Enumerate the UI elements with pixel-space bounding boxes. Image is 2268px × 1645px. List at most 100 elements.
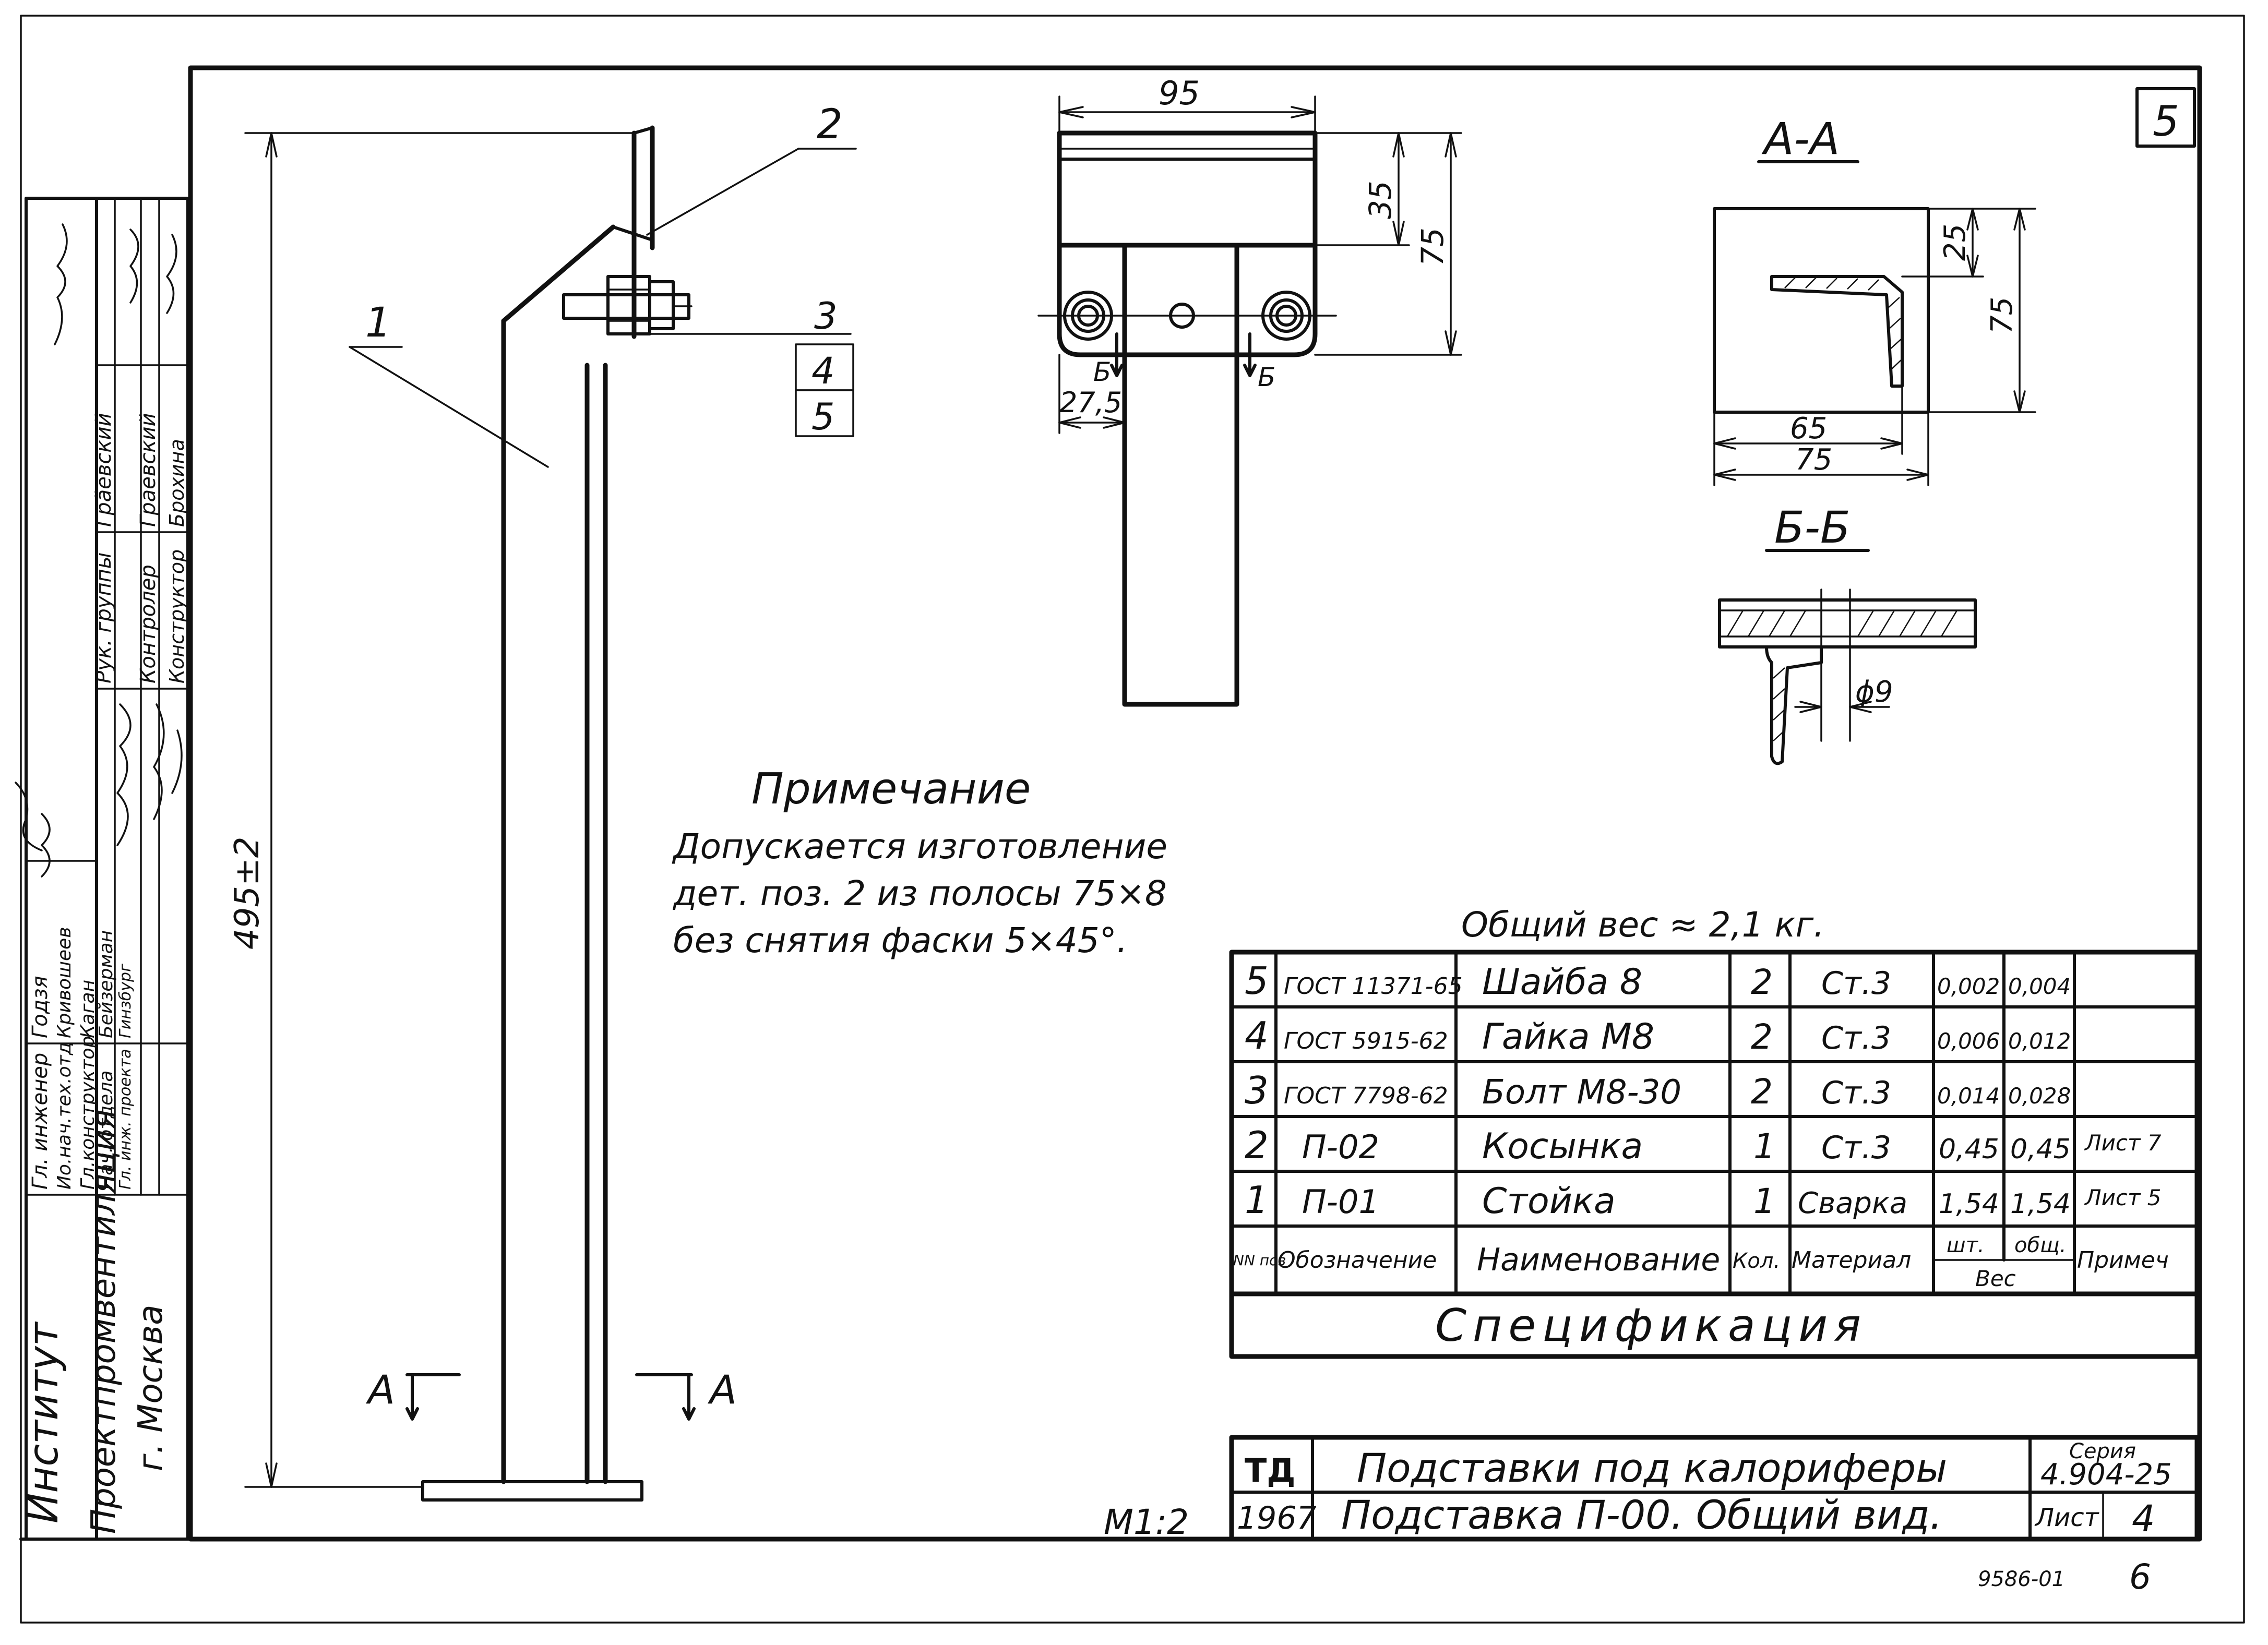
stamp-role-6: Рук. группы <box>92 553 116 683</box>
spec-table: 5 ГОСТ 11371-65 Шайба 8 2 Ст.3 0,002 0,0… <box>1229 950 2200 1359</box>
spec-designation: П-02 <box>1302 1128 1379 1166</box>
spec-name: Болт М8-30 <box>1482 1073 1681 1112</box>
leader-label-1: 1 <box>365 299 391 346</box>
spec-qty: 2 <box>1751 1072 1773 1112</box>
spec-pos: 5 <box>1245 959 1269 1003</box>
stamp-role-3: Гл.конструктор <box>77 1036 99 1190</box>
spec-header-weight-unit: шт. <box>1947 1233 1985 1257</box>
dim-27-5: 27,5 <box>1059 386 1122 419</box>
spec-header-weight: Вес <box>1975 1266 2016 1291</box>
stamp-role-2: Ио.нач.тех.отд <box>54 1042 75 1190</box>
note-block: Примечание Допускается изготовление дет.… <box>672 764 1167 960</box>
spec-qty: 2 <box>1751 1017 1773 1057</box>
spec-total: 1,54 <box>2010 1188 2071 1220</box>
note-line-3: без снятия фаски 5×45°. <box>673 920 1128 960</box>
institute-line3: г. Москва <box>132 1305 170 1471</box>
spec-pos: 1 <box>1245 1178 1269 1222</box>
dim-75-top: 75 <box>1415 227 1450 266</box>
side-stamp: Институт Проектпромвентиляция г. Москва … <box>15 197 189 1541</box>
title-year: 1967 <box>1237 1500 1317 1536</box>
outer-frame <box>20 15 2245 1624</box>
section-mark-a-left: А <box>365 1366 395 1413</box>
section-mark-a-right: А <box>707 1366 737 1413</box>
spec-designation: ГОСТ 7798-62 <box>1284 1083 1448 1109</box>
title-org: ТД <box>1245 1451 1296 1490</box>
section-bb: Б-Б ϕ9 <box>1718 502 1977 765</box>
spec-designation: ГОСТ 5915-62 <box>1284 1028 1448 1054</box>
stamp-role-5: Гл. инж. проекта <box>116 1049 135 1190</box>
leader-label-2: 2 <box>817 101 843 148</box>
bottom-code: 9586-01 <box>1978 1567 2065 1591</box>
spec-header-note: Примеч <box>2077 1247 2169 1274</box>
spec-total: 0,004 <box>2008 974 2071 999</box>
spec-name: Гайка М8 <box>1482 1016 1654 1058</box>
leader-label-3: 3 <box>814 295 838 338</box>
spec-unit: 1,54 <box>1939 1188 1999 1220</box>
title-sub: Подставка П-00. Общий вид. <box>1341 1492 1942 1538</box>
spec-qty: 2 <box>1751 962 1773 1002</box>
stamp-name-8: Брохина <box>165 439 188 527</box>
stamp-role-8: Конструктор <box>165 549 188 683</box>
stamp-name-5: Гинзбург <box>116 964 135 1038</box>
corner-number-box <box>2135 87 2196 148</box>
spec-note: Лист 5 <box>2084 1185 2162 1210</box>
spec-header-weight-total: общ. <box>2014 1233 2067 1257</box>
dim-aa-25: 25 <box>1938 224 1972 261</box>
total-weight: Общий вес ≈ 2,1 кг. <box>1461 905 1824 945</box>
section-mark-b-left: Б <box>1093 357 1111 387</box>
spec-qty: 1 <box>1753 1126 1775 1167</box>
spec-pos: 2 <box>1245 1123 1269 1167</box>
spec-pos: 4 <box>1245 1014 1269 1058</box>
top-view: 95 35 75 27,5 Б Б <box>1037 74 1462 707</box>
spec-unit: 0,006 <box>1937 1028 2000 1054</box>
stamp-name-1: Годзя <box>28 976 52 1038</box>
institute-line2: Проектпромвентиляция <box>85 1109 123 1534</box>
spec-name: Косынка <box>1482 1126 1643 1167</box>
leader-label-4: 4 <box>811 350 835 392</box>
spec-material: Сварка <box>1798 1186 1907 1220</box>
spec-title: Спецификация <box>1435 1300 1867 1352</box>
signature-scribble <box>54 223 177 345</box>
stamp-name-7: Граевский <box>136 413 160 527</box>
height-dimension: 495±2 <box>228 837 267 950</box>
section-mark-b-right: Б <box>1258 362 1275 392</box>
spec-unit: 0,45 <box>1939 1134 1999 1165</box>
spec-unit: 0,014 <box>1937 1083 2000 1109</box>
spec-designation: П-01 <box>1302 1183 1379 1221</box>
spec-name: Шайба 8 <box>1482 962 1642 1003</box>
dim-aa-75-vertical: 75 <box>1985 297 2019 334</box>
section-aa: А-А 25 75 65 75 <box>1713 113 2036 486</box>
stamp-role-7: Контролер <box>136 565 160 683</box>
signature-scribble <box>116 703 183 846</box>
institute-line1: Институт <box>20 1321 67 1523</box>
stamp-name-4: Бейзерман <box>96 930 117 1038</box>
series-number: 4.904-25 <box>2040 1458 2172 1492</box>
spec-material: Ст.3 <box>1821 1020 1891 1056</box>
spec-header-qty: Кол. <box>1733 1249 1780 1273</box>
stamp-name-6: Грäевский <box>92 413 116 527</box>
sheet-label: Лист <box>2034 1503 2100 1532</box>
dim-35: 35 <box>1363 181 1398 219</box>
series-label: Серия <box>2069 1439 2136 1463</box>
title-main: Подставки под калориферы <box>1357 1445 1947 1491</box>
stamp-name-2: Кривошеев <box>54 927 75 1038</box>
spec-pos: 3 <box>1245 1068 1269 1112</box>
dim-aa-75-horizontal: 75 <box>1795 443 1832 477</box>
spec-total: 0,012 <box>2008 1028 2071 1054</box>
leader-label-5: 5 <box>811 395 835 438</box>
dim-aa-65: 65 <box>1790 412 1827 446</box>
spec-note: Лист 7 <box>2084 1130 2162 1156</box>
corner-number: 5 <box>2153 97 2179 146</box>
signature-scribble <box>15 782 51 878</box>
dim-hole-9: ϕ9 <box>1855 675 1893 709</box>
spec-designation: ГОСТ 11371-65 <box>1284 973 1463 1000</box>
section-bb-title: Б-Б <box>1774 502 1851 553</box>
dim-95: 95 <box>1159 74 1200 112</box>
stand-main-view: 495±2 1 2 3 4 5 А А <box>228 101 857 1502</box>
spec-total: 0,028 <box>2008 1083 2071 1109</box>
spec-header-pos: NN поз <box>1233 1252 1286 1269</box>
stamp-name-3: Каган <box>77 980 99 1038</box>
title-block: ТД 1967 Подставки под калориферы Подстав… <box>1229 1435 2200 1542</box>
spec-unit: 0,002 <box>1937 974 2000 999</box>
